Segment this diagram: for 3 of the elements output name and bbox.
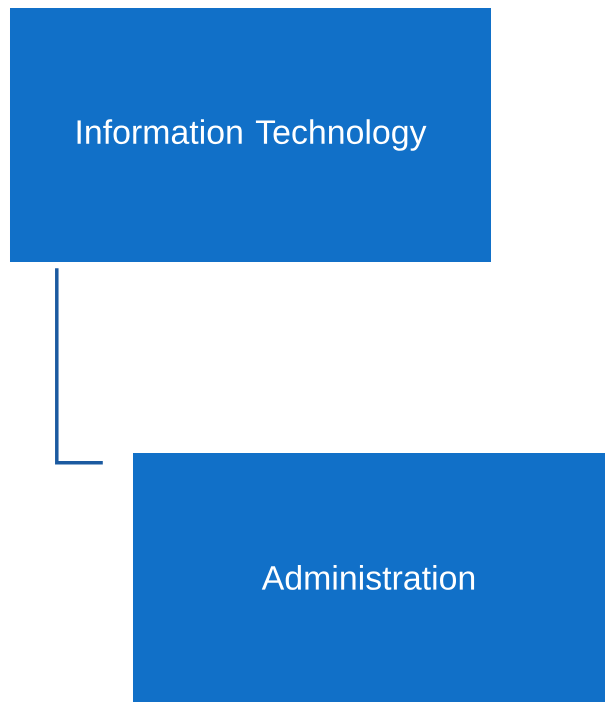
department-box: Administration <box>133 453 605 702</box>
department-box: Information Technology <box>10 8 491 262</box>
connector-line <box>55 268 103 465</box>
